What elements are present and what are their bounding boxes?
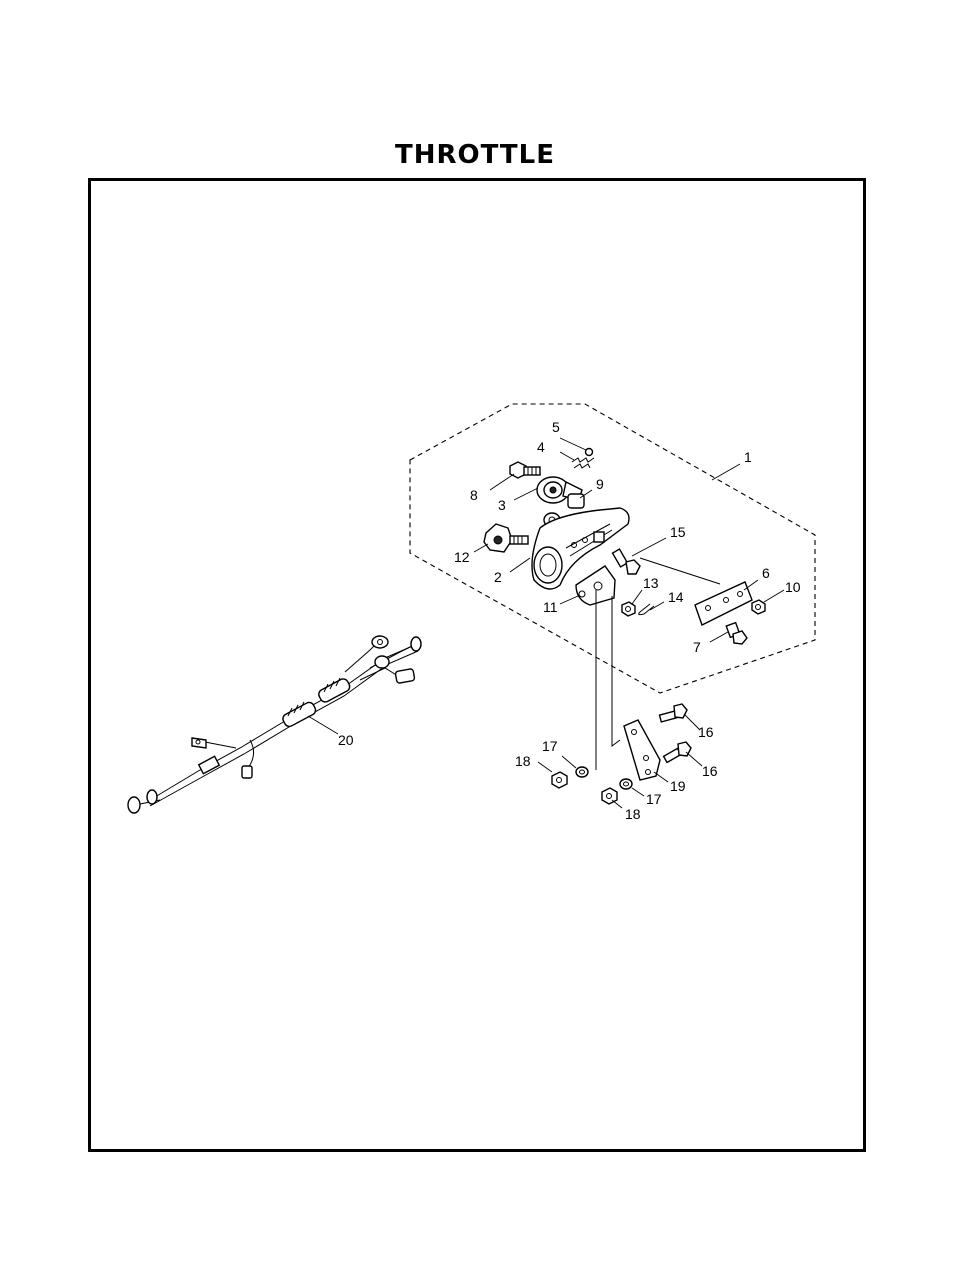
leader-lines <box>307 437 785 809</box>
callout-20: 20 <box>338 732 354 748</box>
part-4-spring <box>571 457 595 469</box>
callout-8: 8 <box>470 487 478 503</box>
part-10-nut <box>751 599 766 615</box>
part-13-nut <box>621 601 636 617</box>
part-5-detent-ball <box>584 447 594 457</box>
callout-19: 19 <box>670 778 686 794</box>
callout-1: 1 <box>744 449 752 465</box>
part-18-nut-right <box>601 787 618 805</box>
part-8-bolt <box>509 461 541 479</box>
callout-18-right: 18 <box>625 806 641 822</box>
callout-17-left: 17 <box>542 738 558 754</box>
part-7-bolt <box>725 621 748 645</box>
part-6-mounting-plate <box>694 581 753 626</box>
alignment-line-plate <box>639 557 721 585</box>
callout-11: 11 <box>543 599 558 615</box>
part-16-bolt-lower <box>662 741 692 764</box>
callout-10: 10 <box>785 579 801 595</box>
part-3-friction-knob <box>536 476 583 504</box>
part-11-cam-bracket <box>575 565 616 606</box>
page-title: THROTTLE <box>394 140 555 170</box>
alignment-line-cable <box>595 590 621 770</box>
callout-9: 9 <box>596 476 604 492</box>
callout-5: 5 <box>552 419 560 435</box>
part-18-nut-left <box>551 771 568 789</box>
callout-7: 7 <box>693 639 701 655</box>
assembly-boundary <box>409 403 816 694</box>
part-17-washer-left <box>575 766 589 778</box>
callout-2: 2 <box>494 569 502 585</box>
callout-16-upper: 16 <box>698 724 714 740</box>
callout-15: 15 <box>670 524 686 540</box>
callout-12: 12 <box>454 549 470 565</box>
callout-16-lower: 16 <box>702 763 718 779</box>
callout-3: 3 <box>498 497 506 513</box>
part-19-cable-bracket <box>623 719 661 781</box>
part-17-washer-right <box>619 778 633 790</box>
part-15-screw <box>611 548 641 575</box>
callout-4: 4 <box>537 439 545 455</box>
callout-14: 14 <box>668 589 684 605</box>
callout-17-right: 17 <box>646 791 662 807</box>
diagram-frame <box>88 178 866 1152</box>
part-12-throttle-knob <box>483 523 529 553</box>
part-20-throttle-cable-harness <box>127 635 422 814</box>
part-14-cotter-pin <box>638 603 655 616</box>
part-2-handle-housing <box>531 507 630 590</box>
callout-18-left: 18 <box>515 753 531 769</box>
callout-13: 13 <box>643 575 659 591</box>
part-16-bolt-upper <box>658 703 688 723</box>
callout-6: 6 <box>762 565 770 581</box>
